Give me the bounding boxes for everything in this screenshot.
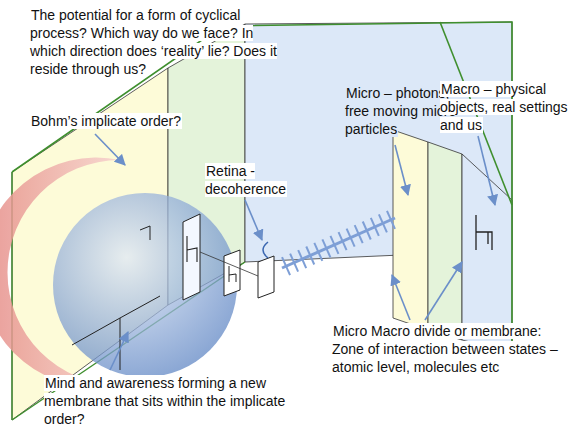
right-green-panel (428, 142, 462, 340)
callout-label: Mind and awareness forming a new membran… (44, 374, 296, 428)
photon-ticks (282, 211, 395, 275)
label-text: Mind and awareness forming a new membran… (44, 375, 285, 427)
view-line (200, 252, 258, 276)
chair-icon-small (187, 236, 197, 262)
label-text: Retina - decoherence (205, 163, 287, 197)
retina-panel (258, 256, 274, 298)
label-text: Micro Macro divide or membrane: Zone of … (332, 323, 558, 375)
label-text: Macro – physical objects, real settings … (440, 81, 568, 133)
chair-icon-tiny (229, 266, 236, 282)
chair-icon (476, 215, 492, 250)
inner-panel (183, 214, 200, 300)
eye-arc (263, 242, 268, 258)
callout-label: Micro Macro divide or membrane: Zone of … (332, 322, 576, 376)
right-yellow-panel (393, 130, 428, 330)
bracket-lines (72, 226, 160, 370)
inner-panel-small (224, 250, 240, 296)
callout-label: Retina - decoherence (205, 162, 301, 198)
mind-sphere (53, 193, 237, 377)
label-text: The potential for a form of cyclical pro… (30, 7, 277, 77)
callout-label: Macro – physical objects, real settings … (440, 80, 576, 134)
label-text: Bohm’s implicate order? (30, 113, 182, 129)
callout-label: Bohm’s implicate order? (30, 112, 210, 130)
photon-stream (282, 218, 395, 268)
question-note: The potential for a form of cyclical pro… (30, 6, 292, 78)
